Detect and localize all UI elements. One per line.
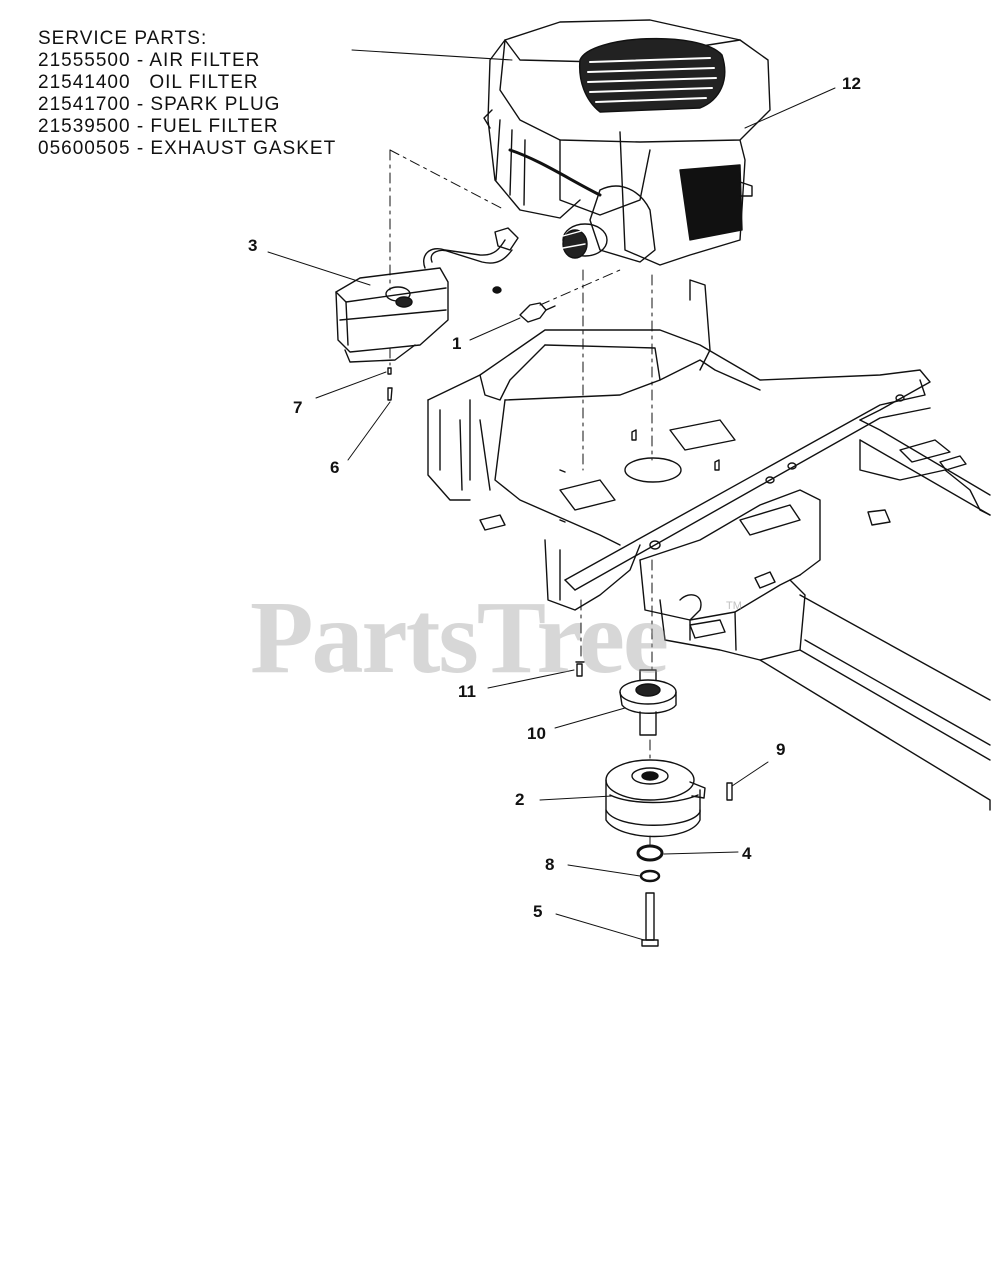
callout-8[interactable]: 8 <box>545 855 555 874</box>
callout-7[interactable]: 7 <box>293 398 303 417</box>
callout-5[interactable]: 5 <box>533 902 543 921</box>
service-part-fuel-filter: 21539500 - FUEL FILTER <box>38 116 279 137</box>
callout-4[interactable]: 4 <box>742 844 752 863</box>
leader-lines <box>267 49 836 941</box>
small-parts <box>387 302 733 801</box>
callout-6[interactable]: 6 <box>330 458 340 477</box>
service-part-air-filter: 21555500 - AIR FILTER <box>38 50 261 71</box>
service-parts-heading: SERVICE PARTS: <box>38 28 208 49</box>
service-parts-list: SERVICE PARTS: 21555500 - AIR FILTER 215… <box>38 28 336 160</box>
engine-illustration <box>483 19 771 266</box>
trademark-mark: TM <box>726 600 742 612</box>
callout-3[interactable]: 3 <box>248 236 258 255</box>
partstree-watermark: PartsTree <box>250 580 669 695</box>
callout-2[interactable]: 2 <box>515 790 525 809</box>
clutch-illustration <box>605 759 706 838</box>
callout-1[interactable]: 1 <box>452 334 462 353</box>
assembly-lines <box>389 149 653 847</box>
muffler-illustration <box>335 227 519 363</box>
service-part-oil-filter: 21541400 OIL FILTER <box>38 72 259 93</box>
callout-12[interactable]: 12 <box>842 74 861 93</box>
callout-10[interactable]: 10 <box>527 724 546 743</box>
hardware-illustration <box>636 844 664 947</box>
callout-9[interactable]: 9 <box>776 740 786 759</box>
service-part-exhaust-gasket: 05600505 - EXHAUST GASKET <box>38 138 337 159</box>
callout-11[interactable]: 11 <box>458 682 476 701</box>
pulley-illustration <box>619 669 677 736</box>
service-part-spark-plug: 21541700 - SPARK PLUG <box>38 94 281 115</box>
frame-illustration <box>427 279 991 811</box>
